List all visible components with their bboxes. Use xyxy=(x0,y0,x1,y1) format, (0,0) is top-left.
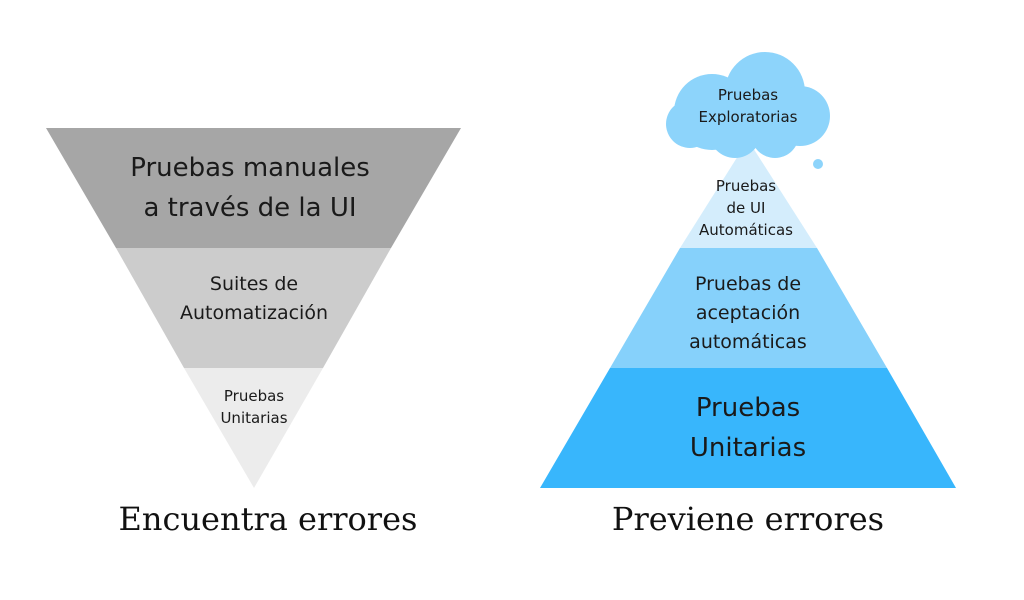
unit-tests-label-right: Pruebas Unitarias xyxy=(689,393,807,463)
automated-ui-tests-layer xyxy=(680,140,817,248)
unit-tests-label-left: Pruebas Unitarias xyxy=(220,387,288,427)
exploratory-cloud xyxy=(666,52,830,169)
manual-ui-tests-layer xyxy=(46,128,461,248)
unit-tests-layer-right xyxy=(540,368,956,488)
automation-suites-layer xyxy=(116,248,391,368)
manual-ui-tests-label: Pruebas manuales a través de la UI xyxy=(130,153,370,223)
unit-tests-layer-left xyxy=(184,368,323,488)
finds-errors-caption: Encuentra errores xyxy=(118,500,418,538)
exploratory-tests-label: Pruebas Exploratorias xyxy=(698,86,798,126)
acceptance-tests-label: Pruebas de aceptación automáticas xyxy=(689,273,807,353)
acceptance-tests-layer xyxy=(610,248,887,368)
automated-ui-tests-label: Pruebas de UI Automáticas xyxy=(699,177,793,239)
prevents-errors-caption: Previene errores xyxy=(611,500,885,538)
inverted-pyramid xyxy=(46,128,461,488)
automation-suites-label: Suites de Automatización xyxy=(179,273,328,324)
testing-pyramid xyxy=(540,140,956,488)
